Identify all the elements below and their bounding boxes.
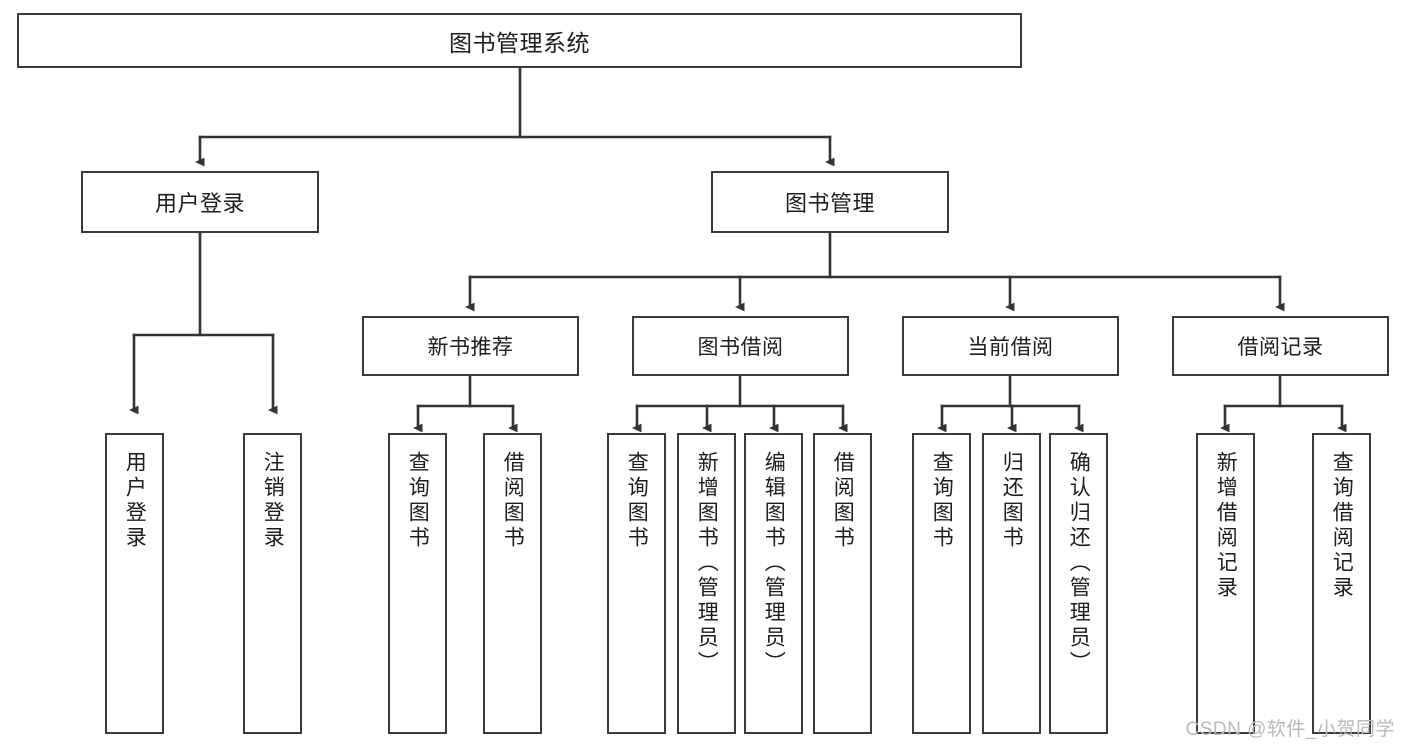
node-book-management[interactable]: 图书管理 [711, 171, 949, 233]
leaf-label: 编辑图书（管理员） [762, 451, 786, 676]
leaf-book-borrow-query[interactable]: 查询图书 [607, 433, 666, 734]
leaf-new-book-borrow[interactable]: 借阅图书 [483, 433, 542, 734]
node-current-borrow[interactable]: 当前借阅 [902, 316, 1119, 376]
node-book-borrow[interactable]: 图书借阅 [632, 316, 849, 376]
leaf-label: 借阅图书 [501, 451, 525, 551]
node-new-book-recommend[interactable]: 新书推荐 [362, 316, 579, 376]
leaf-label: 借阅图书 [831, 451, 855, 551]
node-borrow-record-label: 借阅记录 [1237, 336, 1324, 359]
leaf-book-borrow-edit[interactable]: 编辑图书（管理员） [744, 433, 803, 734]
leaf-book-borrow-add[interactable]: 新增图书（管理员） [677, 433, 736, 734]
leaf-borrow-record-add[interactable]: 新增借阅记录 [1196, 433, 1255, 734]
leaf-label: 确认归还（管理员） [1067, 451, 1091, 676]
node-root-label: 图书管理系统 [449, 29, 590, 56]
leaf-borrow-record-query[interactable]: 查询借阅记录 [1312, 433, 1371, 734]
leaf-current-borrow-query[interactable]: 查询图书 [912, 433, 971, 734]
leaf-book-borrow-borrow[interactable]: 借阅图书 [813, 433, 872, 734]
watermark: CSDN @软件_小贺同学 [1185, 719, 1395, 740]
leaf-current-borrow-return[interactable]: 归还图书 [982, 433, 1041, 734]
leaf-label: 归还图书 [1000, 451, 1024, 551]
leaf-label: 查询借阅记录 [1330, 451, 1354, 601]
node-current-borrow-label: 当前借阅 [967, 336, 1054, 359]
node-root[interactable]: 图书管理系统 [17, 13, 1022, 68]
leaf-label: 新增图书（管理员） [695, 451, 719, 676]
leaf-label: 新增借阅记录 [1214, 451, 1238, 601]
leaf-user-login-signin[interactable]: 用户登录 [105, 433, 164, 734]
node-borrow-record[interactable]: 借阅记录 [1172, 316, 1389, 376]
leaf-label: 注销登录 [261, 451, 285, 551]
node-new-book-recommend-label: 新书推荐 [427, 336, 514, 359]
leaf-label: 查询图书 [930, 451, 954, 551]
node-user-login[interactable]: 用户登录 [81, 171, 319, 233]
node-book-borrow-label: 图书借阅 [697, 336, 784, 359]
leaf-label: 查询图书 [406, 451, 430, 551]
node-user-login-label: 用户登录 [154, 191, 245, 216]
leaf-user-login-signout[interactable]: 注销登录 [243, 433, 302, 734]
leaf-new-book-query[interactable]: 查询图书 [388, 433, 447, 734]
leaf-label: 查询图书 [625, 451, 649, 551]
node-book-management-label: 图书管理 [784, 191, 875, 216]
leaf-current-borrow-confirm-return[interactable]: 确认归还（管理员） [1049, 433, 1108, 734]
leaf-label: 用户登录 [123, 451, 147, 551]
